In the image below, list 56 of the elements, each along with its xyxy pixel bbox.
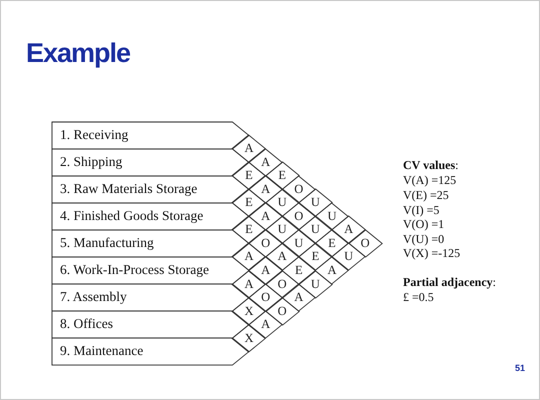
relationship-code: A (260, 208, 272, 225)
relationship-code: A (243, 140, 254, 158)
relationship-code: A (260, 316, 272, 334)
relationship-code: E (244, 221, 254, 238)
department-label: 6. Work-In-Process Storage (60, 262, 210, 278)
relationship-code: U (310, 276, 321, 293)
department-label: 4. Finished Goods Storage (60, 208, 204, 224)
relationship-code: E (244, 194, 254, 212)
relationship-code: O (360, 234, 371, 252)
note-text: V(I) =5 (403, 202, 440, 218)
note-text: V(O) =1 (403, 217, 444, 232)
relationship-code: U (293, 234, 304, 252)
relationship-code: U (326, 208, 338, 225)
relationship-code: O (293, 180, 304, 198)
note-text: V(E) =25 (403, 188, 449, 203)
note-text: V(A) =125 (403, 173, 456, 188)
department-label: 5. Manufacturing (60, 234, 154, 251)
department-label: 2. Shipping (60, 154, 122, 170)
relationship-code: O (260, 289, 272, 306)
relationship-code: A (293, 289, 304, 306)
relationship-code: A (260, 262, 272, 279)
note-text: V(X) =-125 (403, 246, 460, 261)
relationship-code: A (260, 180, 272, 198)
relationship-code: A (343, 221, 354, 238)
note-text: V(U) =0 (403, 232, 444, 246)
relationship-code: E (294, 262, 304, 279)
department-label: 8. Offices (60, 316, 113, 332)
relationship-code: U (310, 194, 321, 212)
slide-title: Example (26, 38, 130, 69)
relationship-code: E (244, 167, 254, 184)
relationship-code: U (276, 194, 288, 212)
relationship-code: U (343, 248, 354, 266)
relationship-code: O (293, 208, 304, 225)
relationship-code: O (260, 234, 272, 252)
relationship-code: E (277, 167, 287, 184)
relationship-code: X (243, 330, 254, 347)
department-label: 9. Maintenance (60, 343, 144, 360)
relationship-code: O (276, 302, 288, 320)
relationship-code: A (276, 248, 288, 266)
page-number: 51 (515, 363, 526, 373)
relationship-code: U (276, 221, 288, 238)
department-label: 7. Assembly (60, 289, 127, 306)
department-label: 3. Raw Materials Storage (60, 180, 198, 197)
relationship-code: A (260, 154, 272, 171)
relationship-code: A (243, 276, 254, 293)
relationship-code: E (327, 234, 337, 252)
relationship-code: A (243, 248, 254, 266)
relationship-code: X (243, 302, 254, 320)
department-label: 1. Receiving (60, 126, 128, 142)
note-text: CV values: (403, 158, 458, 173)
relationship-code: E (310, 248, 320, 266)
relationship-code: A (326, 262, 338, 279)
relationship-code: O (276, 276, 288, 293)
relationship-code: U (310, 221, 321, 238)
note-text: £ =0.5 (403, 290, 434, 305)
note-text: Partial adjacency: (403, 275, 496, 290)
